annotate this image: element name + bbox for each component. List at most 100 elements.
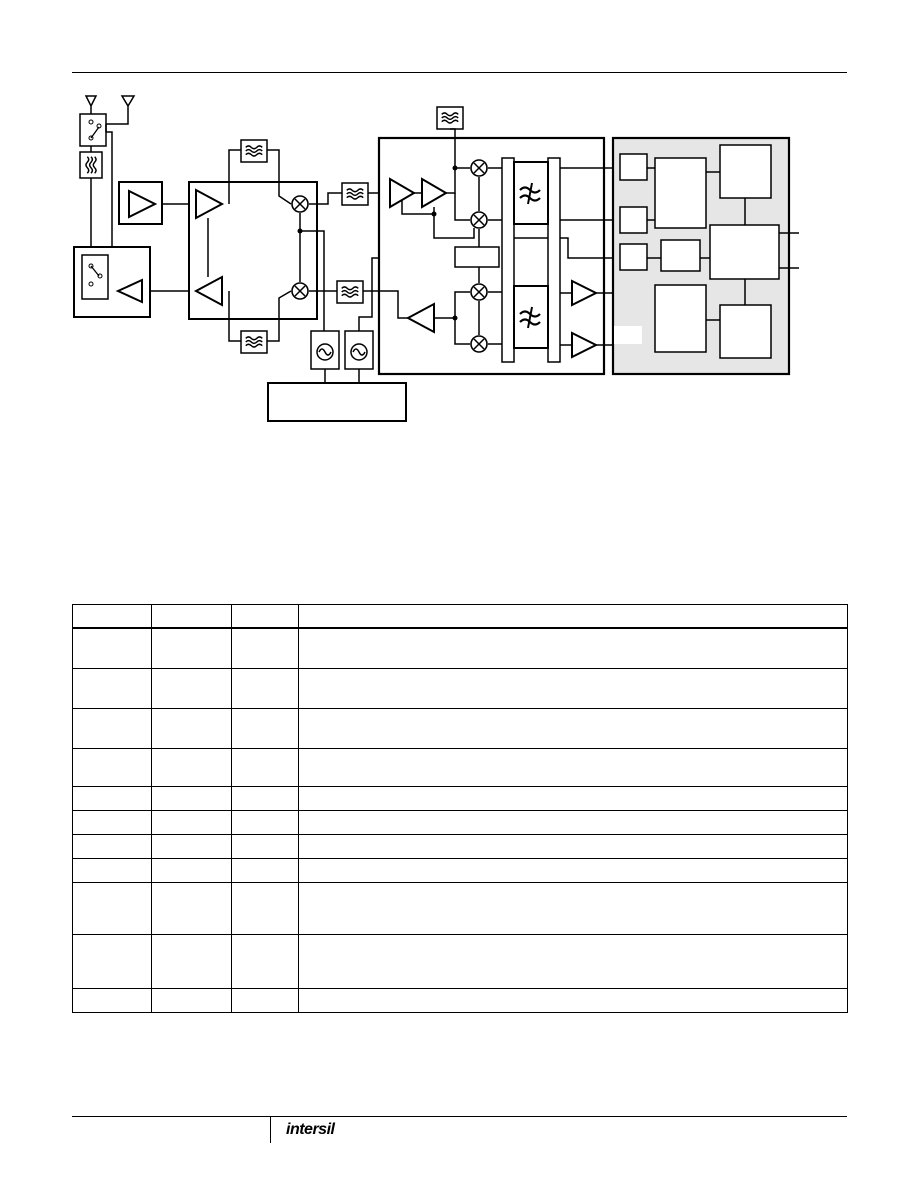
rx-bus-bar: [501, 157, 515, 363]
table-cell: [151, 933, 232, 989]
table-cell: [72, 747, 152, 787]
mixer-upper-icon: [291, 195, 309, 213]
quadrature-modem-block: [377, 106, 640, 376]
table-cell: [72, 881, 152, 935]
table-row: [72, 933, 848, 989]
pin-description-table: [72, 604, 848, 1013]
table-cell: [298, 667, 848, 709]
table-row: [72, 747, 848, 787]
tr-switch-pa-module: [73, 246, 151, 318]
table-cell: [231, 785, 299, 811]
table-row: [72, 627, 848, 669]
table-cell: [298, 747, 848, 787]
table-cell: [72, 809, 152, 835]
adc-q: [619, 206, 648, 234]
antenna-switch-box: [79, 113, 107, 147]
table-row: [72, 707, 848, 749]
intersil-logo: intersil: [286, 1121, 335, 1138]
block-diagram: [73, 95, 799, 422]
table-row: [72, 987, 848, 1013]
table-cell: [298, 933, 848, 989]
driver-amp-block: [118, 181, 189, 292]
table-cell: [298, 707, 848, 749]
adc-i: [619, 153, 648, 181]
table-cell: [231, 987, 299, 1013]
tx-bus-bar: [547, 157, 561, 363]
phase-splitter: [454, 246, 500, 268]
table-cell: [72, 627, 152, 669]
table-cell: [231, 809, 299, 835]
agc-box: [660, 239, 701, 272]
table-cell: [231, 667, 299, 709]
modulator-box: [654, 284, 707, 353]
table-cell: [72, 785, 152, 811]
table-cell: [298, 833, 848, 859]
if-filter-rx-icon: [341, 182, 369, 206]
column-header: [231, 604, 299, 629]
table-cell: [231, 747, 299, 787]
tx-lowpass-filter-icon: [513, 285, 549, 349]
table-cell: [231, 627, 299, 669]
table-cell: [298, 785, 848, 811]
table-row: [72, 881, 848, 935]
table-cell: [231, 707, 299, 749]
table-cell: [231, 833, 299, 859]
pa-triangle-icon: [115, 278, 143, 304]
table-cell: [298, 987, 848, 1013]
filter-top-icon: [240, 139, 268, 163]
tx-interface-box: [719, 304, 772, 359]
table-cell: [298, 809, 848, 835]
mac-interface-box: [719, 144, 772, 199]
table-cell: [151, 707, 232, 749]
table-cell: [72, 933, 152, 989]
control-box: [709, 224, 780, 280]
table-cell: [298, 627, 848, 669]
table-row: [72, 833, 848, 859]
column-header: [151, 604, 232, 629]
tx-mixer-i-icon: [470, 283, 488, 301]
table-header-row: [72, 604, 848, 629]
table-cell: [72, 833, 152, 859]
footer-rule: [72, 1116, 847, 1117]
header-rule: [72, 72, 847, 73]
table-cell: [151, 987, 232, 1013]
rx-mixer-i-icon: [470, 159, 488, 177]
table-cell: [151, 809, 232, 835]
table-cell: [72, 857, 152, 883]
table-cell: [231, 881, 299, 935]
if-filters: [317, 182, 389, 304]
table-row: [72, 809, 848, 835]
baseband-processor-block: [611, 136, 799, 376]
table-cell: [151, 747, 232, 787]
if-filter-tx-icon: [336, 280, 364, 304]
column-header: [72, 604, 152, 629]
filter-bottom-icon: [240, 330, 268, 354]
mixer-lower-icon: [291, 282, 309, 300]
adc-aux: [619, 243, 648, 271]
table-cell: [231, 933, 299, 989]
table-cell: [72, 987, 152, 1013]
rx-mixer-q-icon: [470, 211, 488, 229]
footer-separator: [270, 1116, 271, 1143]
table-cell: [151, 785, 232, 811]
table-cell: [151, 833, 232, 859]
table-cell: [72, 707, 152, 749]
table-cell: [231, 857, 299, 883]
tx-mixer-q-icon: [470, 335, 488, 353]
table-cell: [151, 881, 232, 935]
synthesizer-section: [267, 257, 455, 422]
table-cell: [151, 627, 232, 669]
table-row: [72, 785, 848, 811]
antenna-filter-icon: [79, 151, 103, 179]
demodulator-box: [654, 157, 707, 229]
if-filter-top-icon: [436, 106, 464, 130]
rf-frontend-block: [188, 139, 325, 354]
table-cell: [151, 857, 232, 883]
table-row: [72, 667, 848, 709]
table-cell: [151, 667, 232, 709]
rx-lowpass-filter-icon: [513, 161, 549, 225]
table-row: [72, 857, 848, 883]
column-header: [298, 604, 848, 629]
synthesizer-box: [267, 382, 407, 422]
table-cell: [72, 667, 152, 709]
